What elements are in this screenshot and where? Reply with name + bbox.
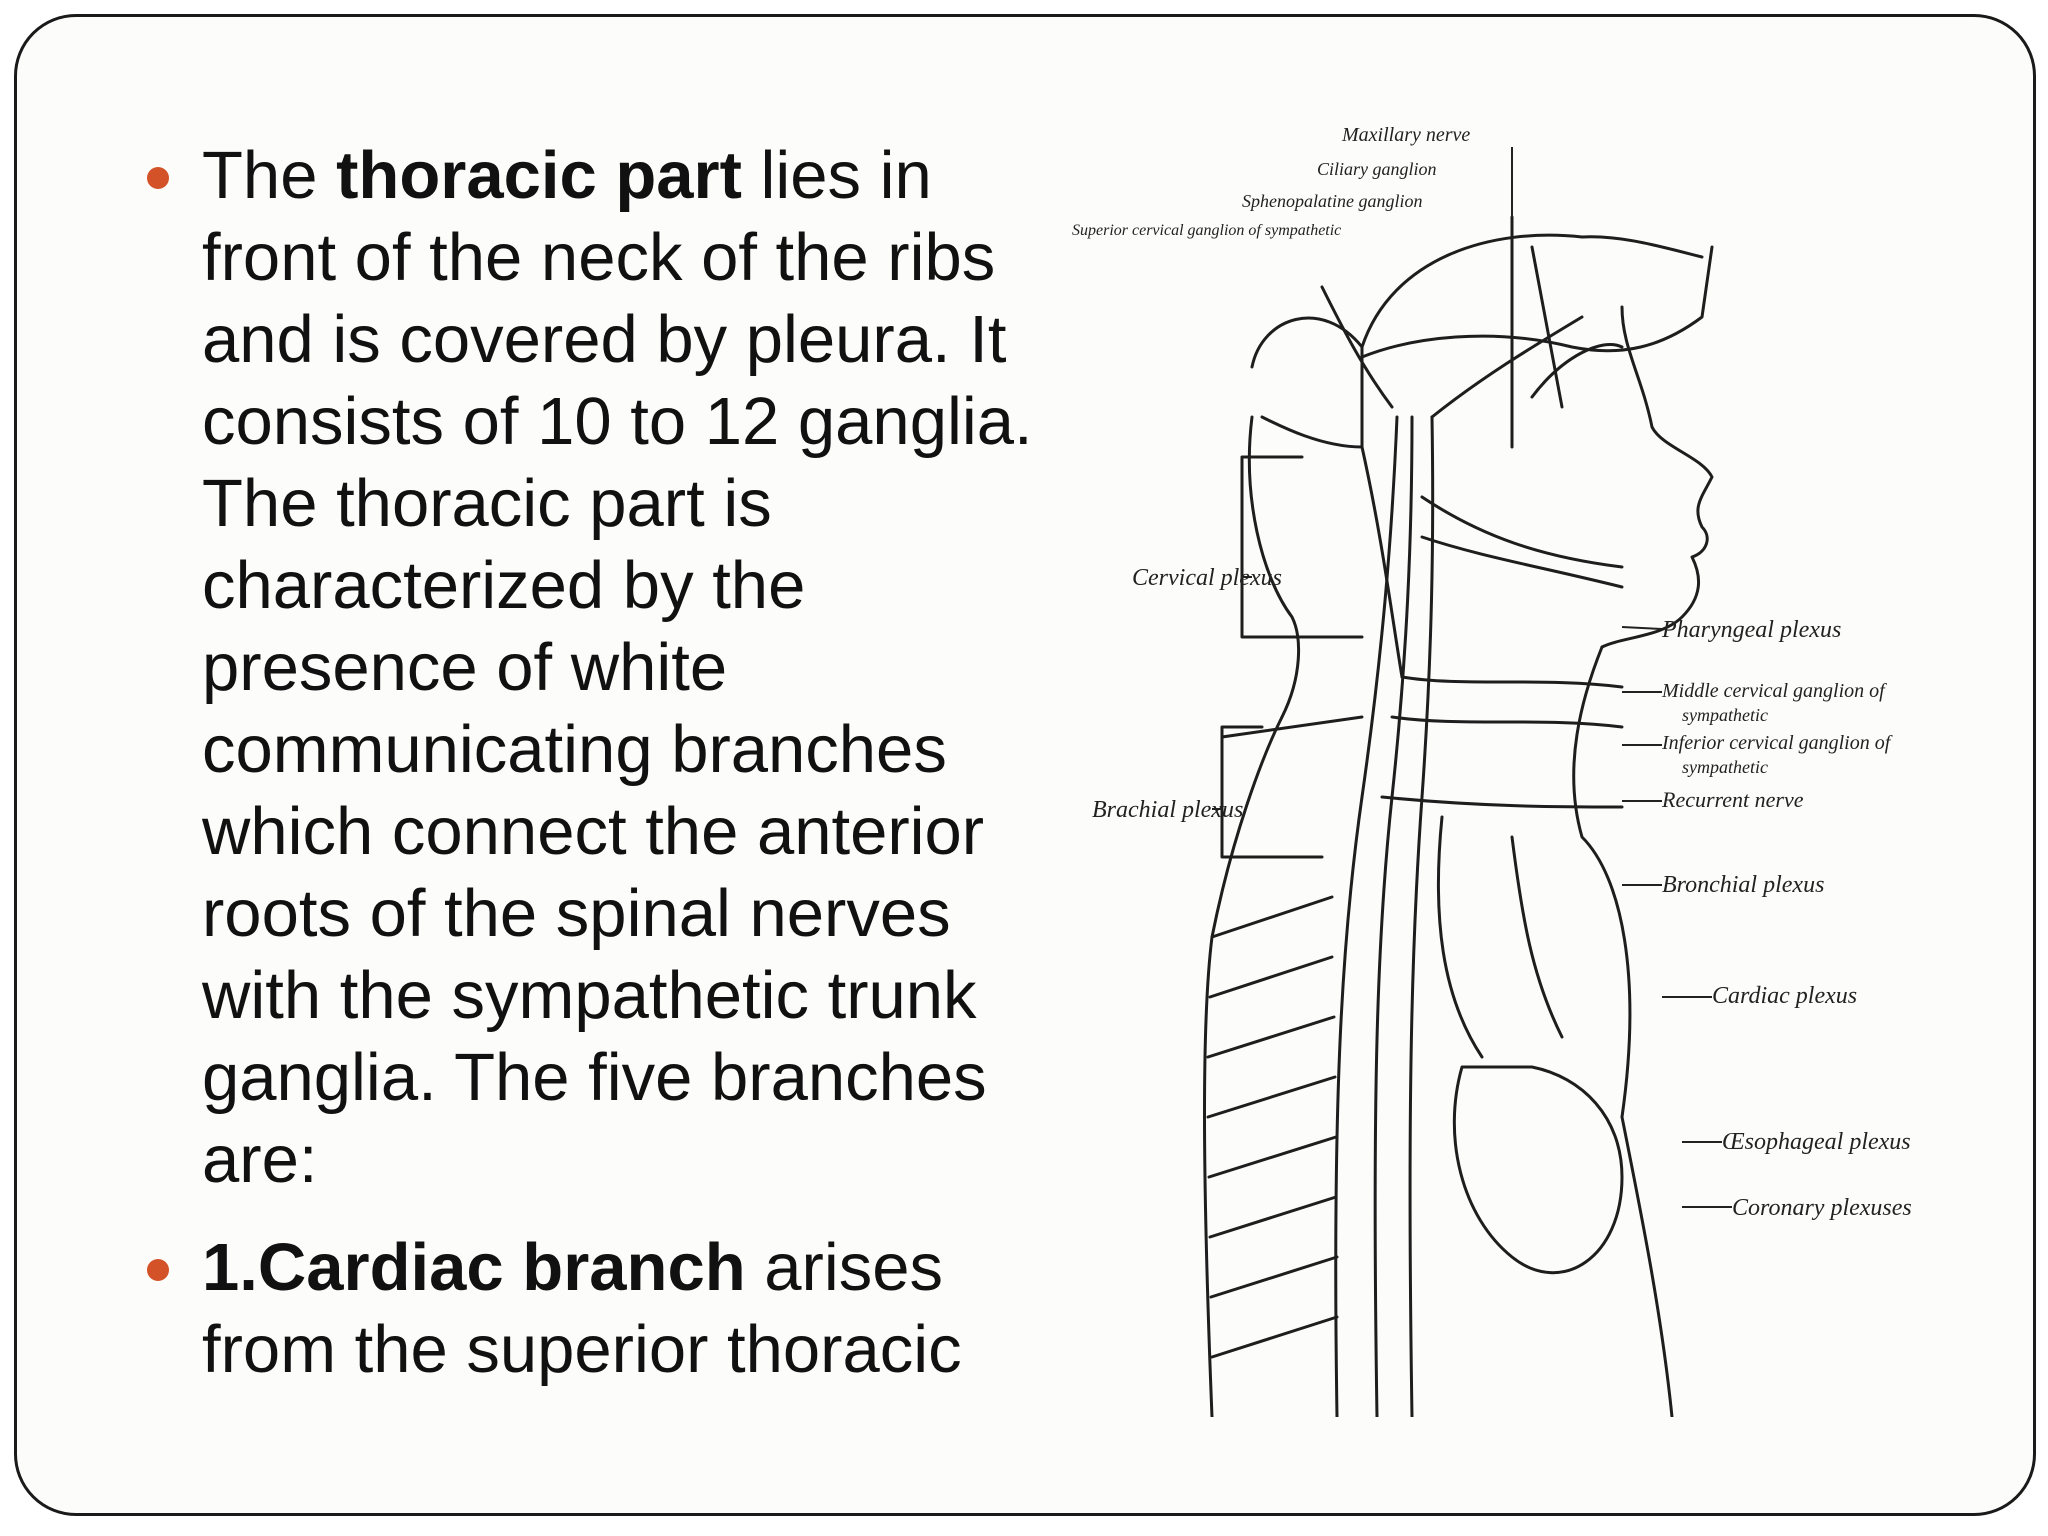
text-column: The thoracic part lies in front of the n…: [137, 135, 1057, 1417]
diagram-label: Cardiac plexus: [1712, 983, 1857, 1009]
diagram-label: Recurrent nerve: [1661, 787, 1804, 812]
diagram-label: Œsophageal plexus: [1722, 1129, 1911, 1155]
bullet-text-bold: 1.Cardiac branch: [202, 1230, 746, 1305]
bullet-text-bold: thoracic part: [336, 138, 742, 213]
nerve-diagram-illustration: Maxillary nerve Ciliary ganglion Sphenop…: [1072, 124, 1912, 1419]
diagram-label: Superior cervical ganglion of sympatheti…: [1072, 222, 1341, 239]
diagram-label: Inferior cervical ganglion of: [1661, 732, 1893, 754]
diagram-label: Middle cervical ganglion of: [1661, 680, 1887, 702]
diagram-label: Sphenopalatine ganglion: [1242, 191, 1422, 211]
bullet-item: The thoracic part lies in front of the n…: [137, 135, 1057, 1201]
diagram-label: sympathetic: [1682, 757, 1768, 777]
slide-frame: The thoracic part lies in front of the n…: [14, 14, 2036, 1516]
diagram-label: Cervical plexus: [1132, 565, 1282, 591]
bullet-text-post: lies in front of the neck of the ribs an…: [202, 138, 1033, 1197]
diagram-label: sympathetic: [1682, 705, 1768, 725]
diagram-label: Pharyngeal plexus: [1661, 617, 1841, 643]
diagram-label: Coronary plexuses: [1732, 1195, 1912, 1221]
bullet-text-post: arises from the superior thoracic: [202, 1230, 962, 1387]
diagram-label: Ciliary ganglion: [1317, 159, 1437, 179]
anatomy-diagram: Maxillary nerve Ciliary ganglion Sphenop…: [1062, 117, 2002, 1419]
bullet-text-pre: The: [202, 138, 337, 213]
bullet-item: 1.Cardiac branch arises from the superio…: [137, 1227, 1057, 1391]
diagram-label: Bronchial plexus: [1662, 872, 1824, 898]
bullet-icon: [147, 167, 169, 189]
bullet-icon: [147, 1259, 169, 1281]
diagram-label: Maxillary nerve: [1341, 124, 1470, 146]
